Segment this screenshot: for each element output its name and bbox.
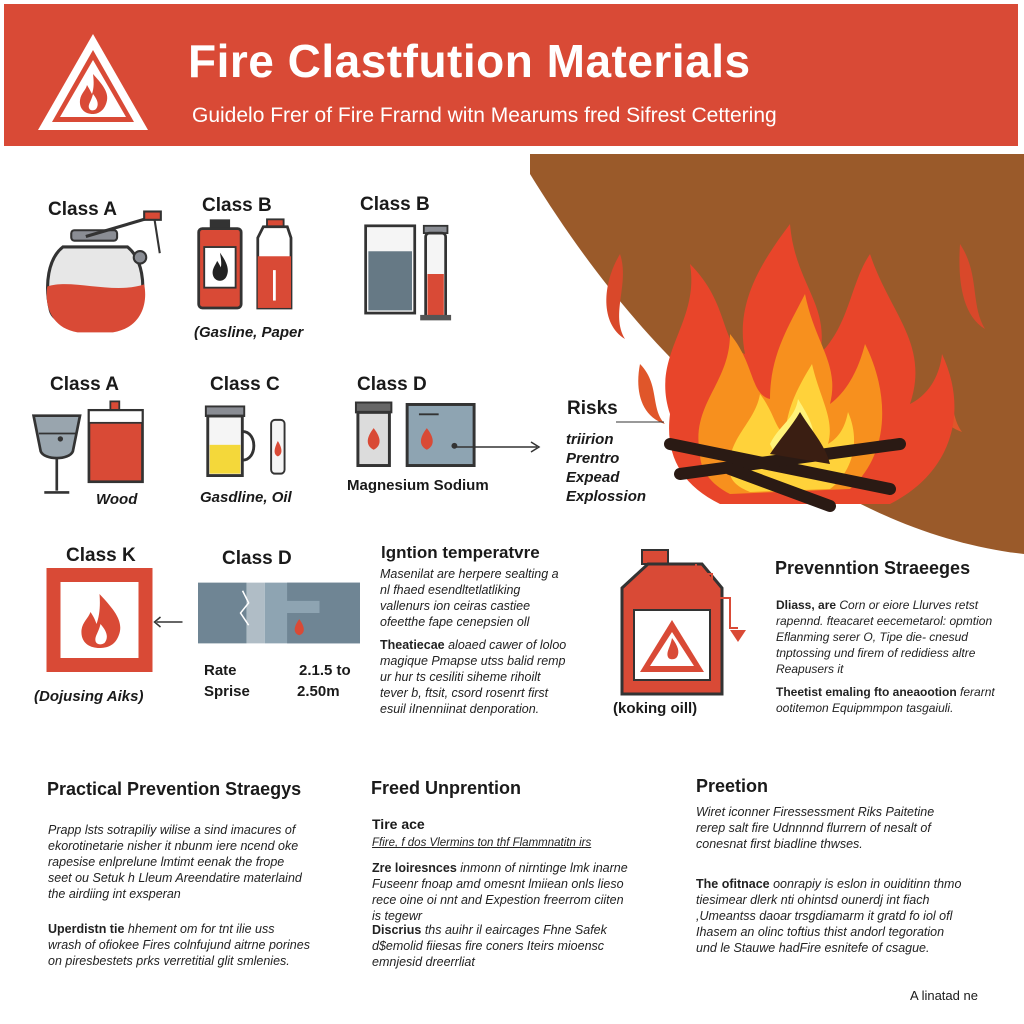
col2-paragraph-1-lead: Zre loiresnces [372, 861, 457, 875]
risk-item: Prentro [566, 450, 620, 467]
preetion-title: Preetion [696, 776, 769, 796]
prevention-paragraph-2: Theetist emaling fto aneaootion ferarnt … [776, 684, 998, 716]
risk-item: triirion [566, 431, 614, 448]
col3-paragraph-1: Wiret iconner Firessessment Riks Paiteti… [696, 805, 935, 851]
goblet-and-tank-icon [31, 400, 144, 494]
class-label-row1-2: Class B [202, 195, 272, 216]
class-caption-row3: (Dojusing Aiks) [34, 688, 144, 705]
jar-and-tube-icon [204, 405, 286, 477]
fire-warning-icon [38, 34, 148, 130]
fire-sign-icon [46, 568, 183, 672]
class-label-row1-1: Class A [48, 199, 117, 220]
ignition-paragraph-1: Masenilat are herpere sealting a nl fhae… [380, 567, 559, 629]
risk-item: Expead [566, 469, 620, 486]
class-caption-magnesium: Magnesium Sodium [347, 477, 489, 494]
col2-paragraph-1: Zre loiresnces inmonn of nirntinge lmk i… [372, 860, 632, 924]
class-caption-row1: (Gasline, Paper [194, 324, 304, 341]
page-title: Fire Clastfution Materials [188, 35, 751, 87]
prevention-paragraph-1: Dliass, are Corn or eiore Llurves retst … [776, 597, 998, 677]
prevention-strategies-title: Prevenntion Straeeges [775, 558, 971, 578]
class-label-row2-1: Class A [50, 374, 119, 395]
cooking-oil-caption: (koking oill) [613, 700, 698, 717]
rate-value: 2.1.5 to [299, 662, 351, 679]
ignition-paragraph-2: Theatiecae aloaed cawer of loloo magique… [380, 637, 570, 717]
metal-containers-icon [354, 401, 476, 467]
footer-credit: A linatad ne [910, 988, 978, 1003]
col3-paragraph-2-body: oonrapiy is eslon in ouiditinn thmo ties… [696, 877, 962, 955]
header-banner: Fire Clastfution Materials Guidelo Frer … [4, 4, 1018, 146]
class-caption-gasoline-oil: Gasdline, Oil [200, 489, 292, 506]
risks-list: triirion Prentro Expead Explossion [566, 430, 646, 506]
ignition-paragraph-2-lead: Theatiecae [380, 638, 445, 652]
class-label-row2-2: Class C [210, 374, 280, 395]
practical-paragraph-2-body: hhement om for tnt ilie uss wrash of ofi… [48, 922, 310, 968]
col2-paragraph-2: Discrius ths auihr il eaircages Fhne Saf… [372, 922, 632, 970]
class-label-row2-3: Class D [357, 374, 427, 395]
practical-paragraph-2-lead: Uperdistn tie [48, 922, 125, 936]
beaker-test-tube-icon [364, 224, 452, 321]
prevention-paragraph-2-body: ferarnt ootitemon Equipmmpon tasgaiuli. [776, 685, 995, 715]
prevention-paragraph-2-lead: Theetist emaling fto aneaootion [776, 685, 957, 699]
prevention-paragraph-1-body: Corn or eiore Llurves retst rapennd. fte… [776, 598, 993, 676]
sprise-label: Sprise [204, 683, 250, 700]
class-caption-wood: Wood [96, 491, 138, 508]
col2-paragraph-1-body: inmonn of nirntinge lmk inarne Fuseenr f… [372, 861, 628, 923]
metal-blocks-icon [198, 582, 360, 644]
risk-item: Explossion [566, 488, 647, 505]
fire-ace-subtitle: Tire ace [372, 816, 425, 832]
ignition-paragraph-2-body: aloaed cawer of loloo magique Pmapse uts… [380, 638, 567, 716]
ignition-title: lgntion temperatvre [381, 543, 540, 562]
class-label-row1-3: Class B [360, 194, 430, 215]
sprise-value: 2.50m [297, 683, 340, 700]
campfire-illustration [530, 154, 1024, 554]
arrow-right-icon [455, 441, 541, 453]
practical-prevention-title: Practical Prevention Straegys [47, 779, 302, 799]
practical-paragraph-2: Uperdistn tie hhement om for tnt ilie us… [48, 921, 310, 969]
col2-paragraph-2-body: ths auihr il eaircages Fhne Safek d$emol… [372, 923, 607, 969]
jar-icon [46, 210, 162, 333]
prevention-paragraph-1-lead: Dliass, are [776, 598, 837, 612]
fire-ace-line: Ffire, f dos Vlermins ton thf Flammnatit… [372, 837, 592, 849]
page-subtitle: Guidelo Frer of Fire Frarnd witn Mearums… [192, 104, 777, 127]
class-label-row3-2: Class D [222, 548, 292, 569]
fuel-jug-warning-icon [620, 549, 746, 696]
class-label-row3-1: Class K [66, 545, 136, 566]
col3-paragraph-2: The ofitnace oonrapiy is eslon in ouidit… [696, 876, 966, 956]
fuel-canister-icon [197, 218, 293, 310]
rate-label: Rate [204, 662, 237, 679]
practical-paragraph-1: Prapp lsts sotrapiliy wilise a sind imac… [48, 823, 302, 901]
risks-pointer-line [616, 421, 664, 423]
col3-paragraph-2-lead: The ofitnace [696, 877, 770, 891]
col2-paragraph-2-lead: Discrius [372, 923, 422, 937]
freed-unprention-title: Freed Unprention [371, 778, 522, 798]
risks-title: Risks [567, 398, 618, 419]
